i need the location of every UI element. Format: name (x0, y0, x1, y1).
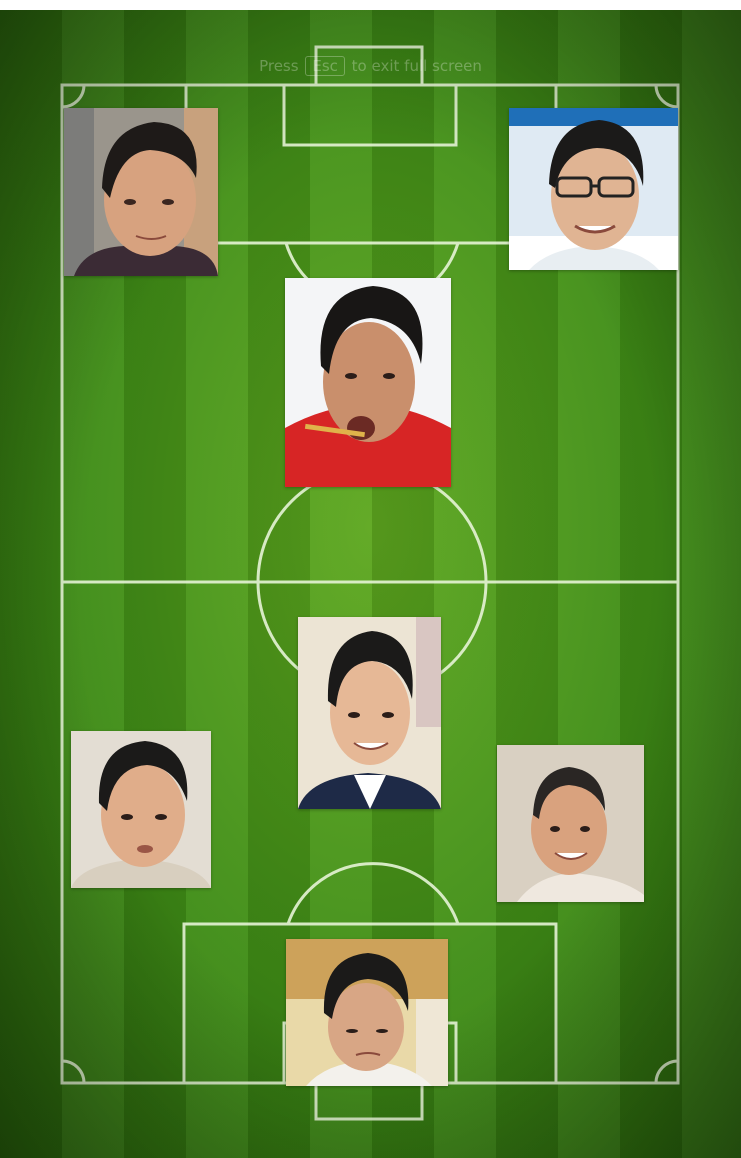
corner-arc-tl (61, 84, 86, 109)
player-photo-defender-left (71, 731, 211, 888)
bottom-penalty-arc (286, 862, 460, 925)
player-photo-central-midfield (298, 617, 441, 809)
corner-arc-tr (654, 84, 679, 109)
top-penalty-area (184, 83, 558, 245)
player-photo-goalkeeper (286, 939, 448, 1086)
bottom-goal (314, 1081, 424, 1121)
player-photo-defender-right (497, 745, 644, 902)
top-goal (314, 45, 424, 87)
corner-arc-br (654, 1059, 679, 1084)
fullscreen-hint: Press Esc to exit full screen (0, 56, 741, 76)
esc-key-badge: Esc (305, 56, 345, 76)
corner-arc-bl (61, 1059, 86, 1084)
fullscreen-hint-suffix: to exit full screen (351, 57, 482, 75)
player-photo-attacking-midfield (285, 278, 451, 487)
player-photo-forward-right (509, 108, 678, 270)
player-photo-forward-left (64, 108, 218, 276)
fullscreen-hint-prefix: Press (259, 57, 299, 75)
top-goal-area (282, 83, 458, 147)
